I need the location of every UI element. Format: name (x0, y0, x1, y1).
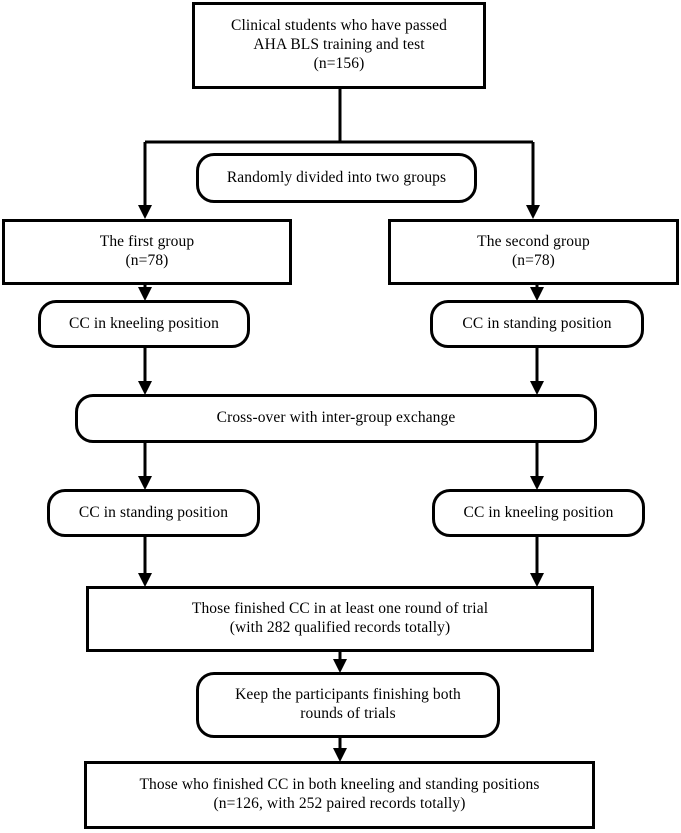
cc-standing-first-round-box-label: CC in standing position (462, 314, 612, 332)
final-analysis-box: Those who finished CC in both kneeling a… (84, 761, 595, 829)
first-group-box-label: The first group (n=78) (99, 233, 195, 269)
second-group-box: The second group (n=78) (388, 219, 679, 285)
first-group-box: The first group (n=78) (2, 219, 292, 285)
cc-kneeling-first-round-box-label: CC in kneeling position (69, 314, 219, 332)
at-least-one-round-box: Those finished CC in at least one round … (86, 586, 594, 652)
crossover-box: Cross-over with inter-group exchange (75, 394, 597, 443)
keep-both-to-final-arrowhead (333, 748, 347, 762)
enrollment-box-label: Clinical students who have passed AHA BL… (231, 17, 447, 72)
crossover-to-cc-standing-2-arrowhead (138, 476, 152, 490)
keep-both-rounds-box-label: Keep the participants finishing both rou… (235, 686, 461, 722)
cc-kneeling-second-round-box: CC in kneeling position (432, 489, 645, 537)
randomization-box: Randomly divided into two groups (196, 153, 477, 203)
split-right-arrow-arrowhead (526, 205, 540, 219)
final-analysis-box-label: Those who finished CC in both kneeling a… (139, 776, 540, 812)
enrollment-box: Clinical students who have passed AHA BL… (192, 2, 486, 89)
keep-both-rounds-box: Keep the participants finishing both rou… (196, 672, 500, 738)
cc-kneeling-second-round-box-label: CC in kneeling position (463, 503, 614, 521)
first-group-to-cc-kneeling-arrowhead (138, 287, 152, 301)
cc-standing-to-crossover-arrowhead (530, 381, 544, 395)
cc-kneeling-first-round-box: CC in kneeling position (38, 300, 250, 348)
cc-standing-second-round-box-label: CC in standing position (78, 503, 229, 521)
cc-standing-first-round-box: CC in standing position (430, 300, 644, 348)
pool-to-keep-both-arrowhead (333, 659, 347, 673)
randomization-box-label: Randomly divided into two groups (226, 168, 447, 186)
crossover-box-label: Cross-over with inter-group exchange (216, 409, 456, 427)
crossover-to-cc-kneeling-2-arrowhead (530, 476, 544, 490)
cc-standing-second-round-box: CC in standing position (47, 489, 260, 537)
second-group-to-cc-standing-arrowhead (530, 287, 544, 301)
at-least-one-round-box-label: Those finished CC in at least one round … (191, 600, 489, 636)
split-left-arrow-arrowhead (138, 205, 152, 219)
cc-kneeling-2-to-pool-arrowhead (530, 573, 544, 587)
cc-standing-2-to-pool-arrowhead (138, 573, 152, 587)
cc-kneeling-to-crossover-arrowhead (138, 381, 152, 395)
second-group-box-label: The second group (n=78) (477, 233, 590, 269)
